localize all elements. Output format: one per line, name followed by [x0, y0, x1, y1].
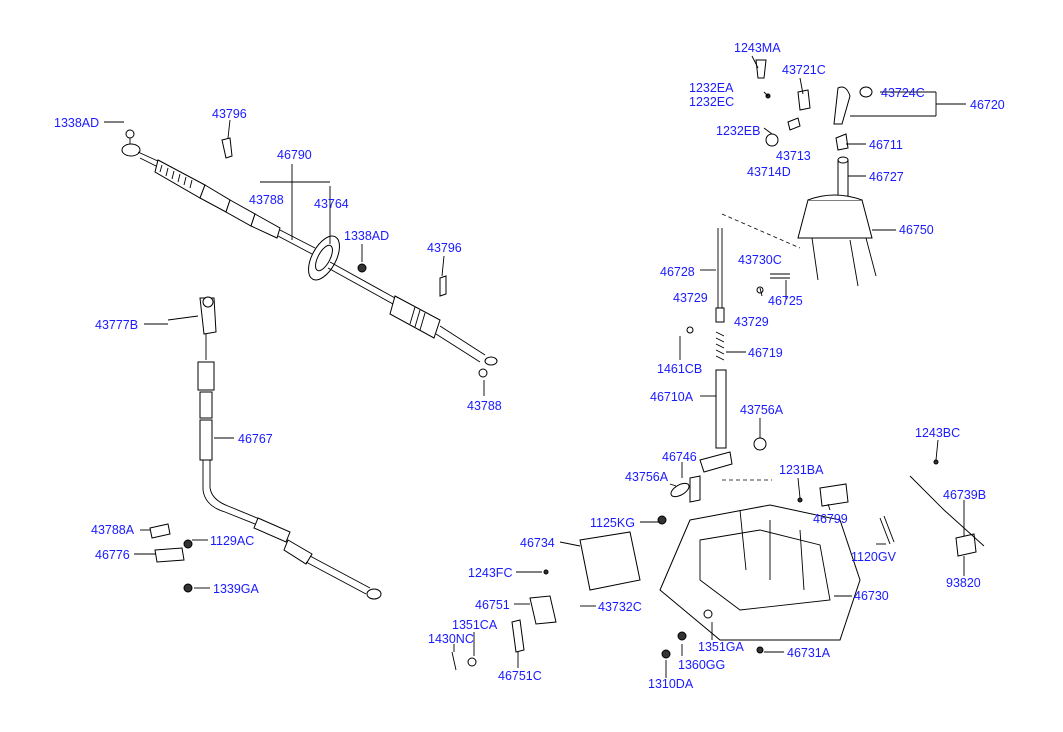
label-43796-a: 43796 — [212, 107, 247, 121]
label-43713: 43713 — [776, 149, 811, 163]
label-43714d: 43714D — [747, 165, 791, 179]
label-46725: 46725 — [768, 294, 803, 308]
label-46790: 46790 — [277, 148, 312, 162]
leader-lines — [104, 55, 966, 678]
label-46746: 46746 — [662, 450, 697, 464]
label-1232ea: 1232EA — [689, 81, 734, 95]
label-43788-a: 43788 — [249, 193, 284, 207]
shift-cable-lower — [149, 296, 382, 600]
label-43788a: 43788A — [91, 523, 135, 537]
label-46751: 46751 — [475, 598, 510, 612]
label-46719: 46719 — [748, 346, 783, 360]
shift-lever-assembly — [670, 213, 801, 503]
label-1338ad-b: 1338AD — [344, 229, 390, 243]
shifter-housing — [451, 459, 985, 671]
label-46739b: 46739B — [943, 488, 987, 502]
shift-cable-upper — [121, 129, 498, 378]
label-43732c: 43732C — [598, 600, 642, 614]
label-1129ac: 1129AC — [210, 534, 255, 548]
label-46710a: 46710A — [650, 390, 694, 404]
label-1232ec: 1232EC — [689, 95, 735, 109]
label-46711: 46711 — [869, 138, 903, 152]
label-1125kg: 1125KG — [590, 516, 635, 530]
label-46728: 46728 — [660, 265, 695, 279]
label-1243bc: 1243BC — [915, 426, 961, 440]
label-46776: 46776 — [95, 548, 130, 562]
label-1351ca: 1351CA — [452, 618, 498, 632]
label-46751c: 46751C — [498, 669, 542, 683]
label-46734: 46734 — [520, 536, 555, 550]
label-46720: 46720 — [970, 98, 1005, 112]
label-46767: 46767 — [238, 432, 273, 446]
label-1243fc: 1243FC — [468, 566, 513, 580]
label-46730: 46730 — [854, 589, 889, 603]
label-46727: 46727 — [869, 170, 904, 184]
label-46731a: 46731A — [787, 646, 831, 660]
label-1243ma: 1243MA — [734, 41, 781, 55]
label-43756a-b: 43756A — [625, 470, 669, 484]
label-1351ga: 1351GA — [698, 640, 744, 654]
label-1339ga: 1339GA — [213, 582, 259, 596]
label-43764: 43764 — [314, 197, 349, 211]
label-1310da: 1310DA — [648, 677, 694, 691]
label-43796-b: 43796 — [427, 241, 462, 255]
label-43756a-a: 43756A — [740, 403, 784, 417]
label-43729-a: 43729 — [673, 291, 708, 305]
label-1231ba: 1231BA — [779, 463, 824, 477]
label-1430nc: 1430NC — [428, 632, 474, 646]
label-1461cb: 1461CB — [657, 362, 703, 376]
label-1338ad-a: 1338AD — [54, 116, 100, 130]
label-43788-b: 43788 — [467, 399, 502, 413]
label-43729-b: 43729 — [734, 315, 769, 329]
label-43721c: 43721C — [782, 63, 826, 77]
label-1232eb: 1232EB — [716, 124, 761, 138]
label-93820: 93820 — [946, 576, 981, 590]
label-43730c: 43730C — [738, 253, 782, 267]
label-1360gg: 1360GG — [678, 658, 726, 672]
label-43777b: 43777B — [95, 318, 139, 332]
top-right-parts — [755, 59, 877, 287]
label-1120gv: 1120GV — [851, 550, 896, 564]
label-46750: 46750 — [899, 223, 934, 237]
label-43724c: 43724C — [881, 86, 925, 100]
label-46799: 46799 — [813, 512, 848, 526]
